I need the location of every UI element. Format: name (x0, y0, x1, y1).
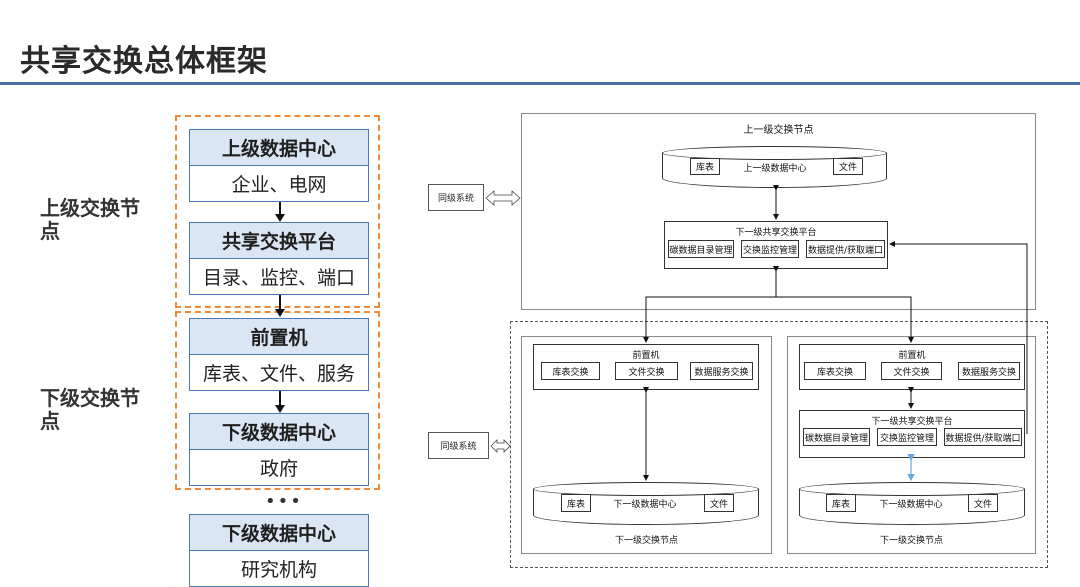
peer-system-upper: 同级系统 (428, 184, 484, 211)
upper-node-group (175, 115, 380, 308)
upper-data-center-body: 企业、电网 (189, 165, 369, 202)
arrow-2 (275, 295, 285, 317)
exchange-platform-body: 目录、监控、端口 (189, 258, 369, 295)
upper-dc-table-tag: 库表 (690, 158, 720, 175)
lower-right-front-caption: 前置机 (898, 351, 926, 361)
lower-data-center-head: 下级数据中心 (189, 413, 369, 450)
lower-right-file-exchange: 文件交换 (881, 362, 942, 380)
lower-left-dc-label: 下一级数据中心 (613, 500, 677, 510)
lower-node-label: 下级交换节点 (40, 386, 140, 433)
exchange-platform-head: 共享交换平台 (189, 222, 369, 259)
upper-catalog-mgmt: 碳数据目录管理 (668, 240, 734, 258)
lower-left-node-caption: 下一级交换节点 (614, 536, 678, 546)
arrow-1 (275, 202, 285, 222)
research-data-center-head: 下级数据中心 (189, 514, 369, 551)
lower-right-monitor-mgmt: 交换监控管理 (877, 428, 937, 446)
upper-node-frame (521, 113, 1036, 310)
upper-dc-label: 上一级数据中心 (743, 164, 807, 174)
lower-left-file-exchange: 文件交换 (615, 362, 678, 380)
upper-data-center-head: 上级数据中心 (189, 129, 369, 166)
lower-right-dc-table-tag: 库表 (826, 494, 856, 512)
lower-left-table-exchange: 库表交换 (541, 362, 600, 380)
upper-node-label: 上级交换节点 (40, 196, 140, 243)
lower-right-dc-file-tag: 文件 (968, 494, 998, 512)
peer-arrow-upper (485, 190, 521, 206)
lower-left-dc-table-tag: 库表 (561, 494, 591, 512)
peer-arrow-lower (490, 439, 511, 453)
arrow-3 (275, 391, 285, 413)
peer-system-lower: 同级系统 (428, 432, 489, 459)
lower-left-service-exchange: 数据服务交换 (690, 362, 753, 380)
upper-platform-caption: 下一级共享交换平台 (735, 228, 817, 238)
lower-right-dc-label: 下一级数据中心 (879, 500, 943, 510)
front-machine-body: 库表、文件、服务 (189, 354, 369, 391)
research-data-center-body: 研究机构 (189, 550, 369, 587)
lower-left-front-caption: 前置机 (632, 351, 660, 361)
lower-left-dc-file-tag: 文件 (704, 494, 734, 512)
upper-node-caption: 上一级交换节点 (743, 125, 814, 136)
upper-data-port: 数据提供/获取端口 (806, 240, 885, 258)
lower-right-platform-caption: 下一级共享交换平台 (871, 417, 953, 427)
page-title: 共享交换总体框架 (20, 44, 268, 79)
upper-dc-file-tag: 文件 (833, 158, 863, 175)
lower-right-table-exchange: 库表交换 (804, 362, 866, 380)
lower-right-data-port: 数据提供/获取端口 (944, 428, 1022, 446)
lower-right-service-exchange: 数据服务交换 (958, 362, 1020, 380)
title-divider (0, 82, 1080, 85)
ellipsis: ••• (265, 491, 303, 512)
front-machine-head: 前置机 (189, 318, 369, 355)
lower-data-center-body: 政府 (189, 449, 369, 486)
upper-monitor-mgmt: 交换监控管理 (741, 240, 799, 258)
lower-right-catalog-mgmt: 碳数据目录管理 (803, 428, 870, 446)
lower-right-node-caption: 下一级交换节点 (879, 536, 943, 546)
